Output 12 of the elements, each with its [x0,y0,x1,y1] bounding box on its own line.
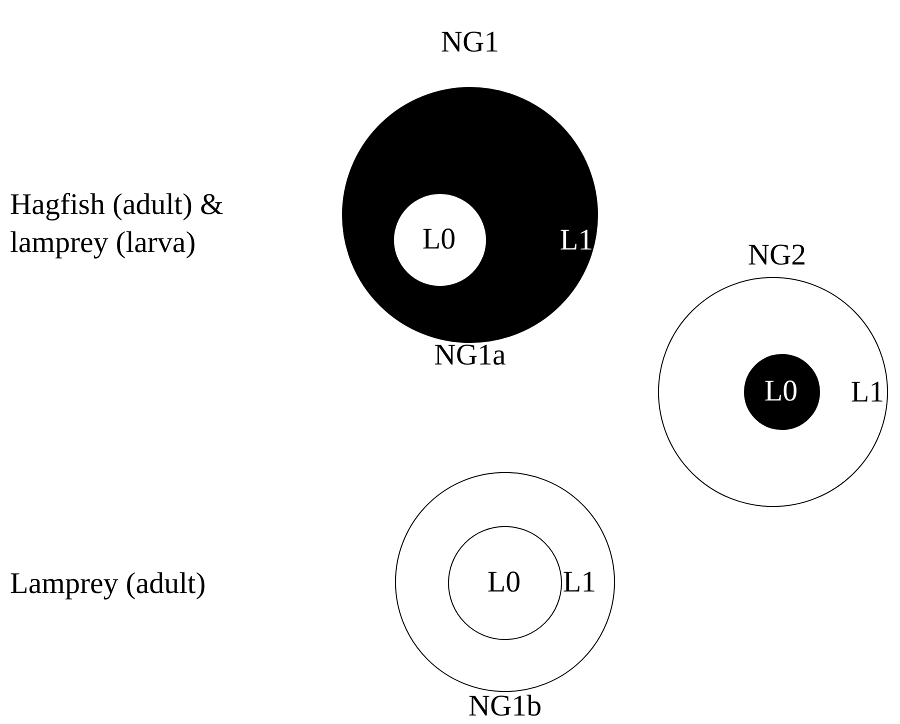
group-label: Hagfish (adult) & lamprey (larva) [10,187,224,260]
region-label: L0 [487,566,521,598]
region-label: L1 [562,565,596,598]
region-label: L1 [850,375,884,408]
circle-label: NG1a [434,338,506,372]
group-label: Lamprey (adult) [10,566,207,602]
region-label: L1 [560,223,594,256]
region-label: L0 [422,222,456,256]
region-label: L0 [764,374,798,408]
circle-label: NG1b [468,690,542,722]
circle-label: NG2 [748,238,806,272]
circle-label: NG1 [440,26,500,58]
